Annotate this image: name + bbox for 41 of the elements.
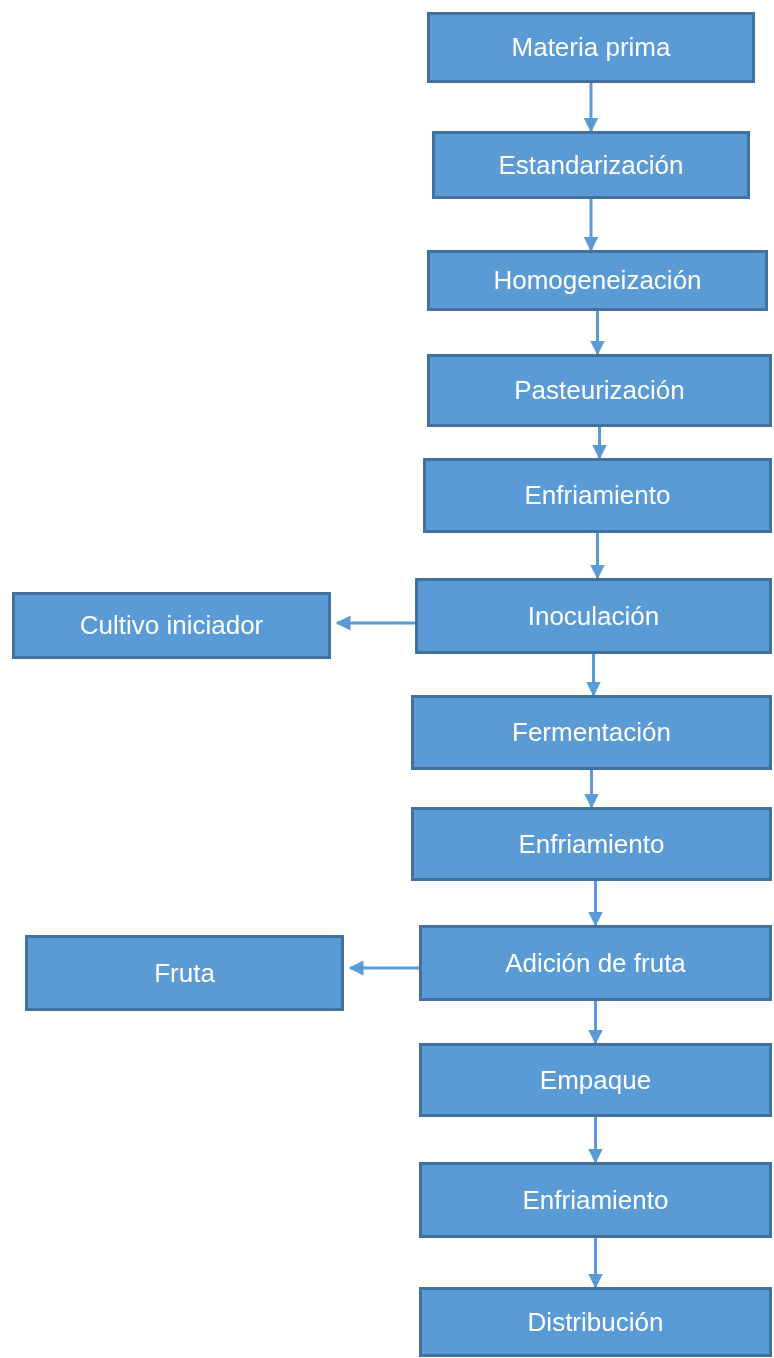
arrow <box>584 770 599 809</box>
step-label: Enfriamiento <box>522 1184 669 1216</box>
step-label: Materia prima <box>511 32 671 63</box>
arrow <box>583 199 599 252</box>
process-box <box>25 935 344 1011</box>
arrow <box>592 427 607 460</box>
step-label: Distribución <box>527 1306 664 1338</box>
process-box <box>411 695 772 770</box>
process-box <box>419 925 772 1001</box>
step-label: Fermentación <box>512 717 671 748</box>
arrow <box>588 1238 603 1289</box>
process-box <box>432 131 750 199</box>
process-box <box>419 1287 772 1357</box>
step-label: Fruta <box>154 957 215 989</box>
process-box <box>427 12 755 83</box>
arrow <box>583 83 599 133</box>
step-label: Enfriamiento <box>518 828 665 860</box>
process-box <box>419 1162 772 1238</box>
step-label: Empaque <box>539 1064 652 1096</box>
step-label: Enfriamiento <box>524 480 671 511</box>
step-label: Adición de fruta <box>505 947 686 979</box>
process-box <box>12 592 331 659</box>
process-box <box>427 354 772 427</box>
arrow <box>588 881 603 927</box>
step-label: Pasteurización <box>514 375 685 406</box>
step-label: Estandarización <box>498 149 684 181</box>
process-box <box>419 1043 772 1117</box>
arrow <box>588 1117 603 1164</box>
arrow <box>348 960 419 976</box>
arrow <box>590 311 605 356</box>
step-label: Homogeneización <box>493 265 702 296</box>
arrow <box>586 654 601 697</box>
process-box <box>427 250 768 311</box>
step-label: Cultivo iniciador <box>79 610 264 641</box>
arrow <box>335 615 415 631</box>
arrow <box>588 1001 603 1045</box>
process-box <box>423 458 772 533</box>
step-label: Inoculación <box>527 600 660 632</box>
process-box <box>411 807 772 881</box>
process-box <box>415 578 772 654</box>
arrow <box>590 533 605 580</box>
